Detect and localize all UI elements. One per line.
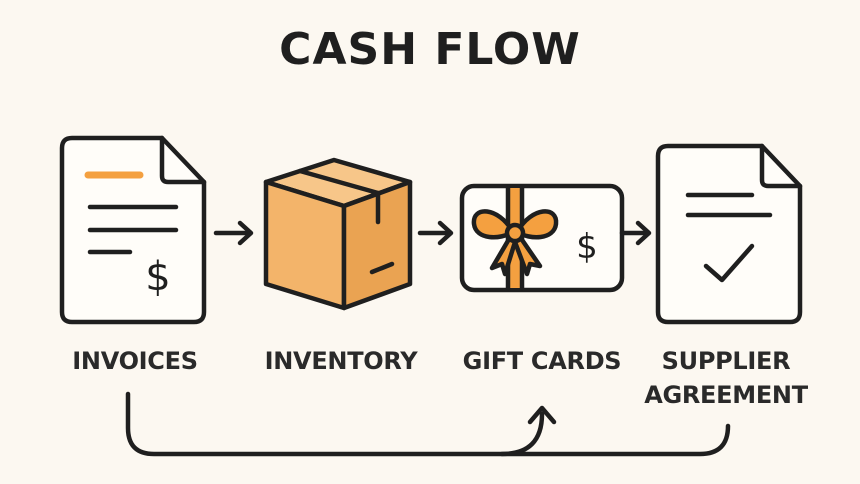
node-label-gift-cards: GIFT CARDS (462, 347, 622, 375)
gift-card-icon (459, 183, 625, 293)
flow-arrow-3 (619, 220, 652, 246)
node-label-inventory: INVENTORY (264, 347, 418, 375)
invoice-document-icon (59, 135, 207, 325)
gift-card-dollar-sign: $ (576, 227, 598, 267)
return-flow-connector (125, 391, 731, 457)
flow-arrow-1 (213, 220, 254, 246)
node-label-invoices: INVOICES (72, 347, 198, 375)
diagram-title: CASH FLOW (279, 24, 581, 75)
signed-agreement-icon (655, 143, 803, 325)
invoice-dollar-sign: $ (145, 254, 170, 300)
flow-arrow-2 (417, 220, 454, 246)
cardboard-box-icon (263, 157, 413, 311)
node-label-supplier-agreement: SUPPLIER AGREEMENT (644, 347, 808, 409)
